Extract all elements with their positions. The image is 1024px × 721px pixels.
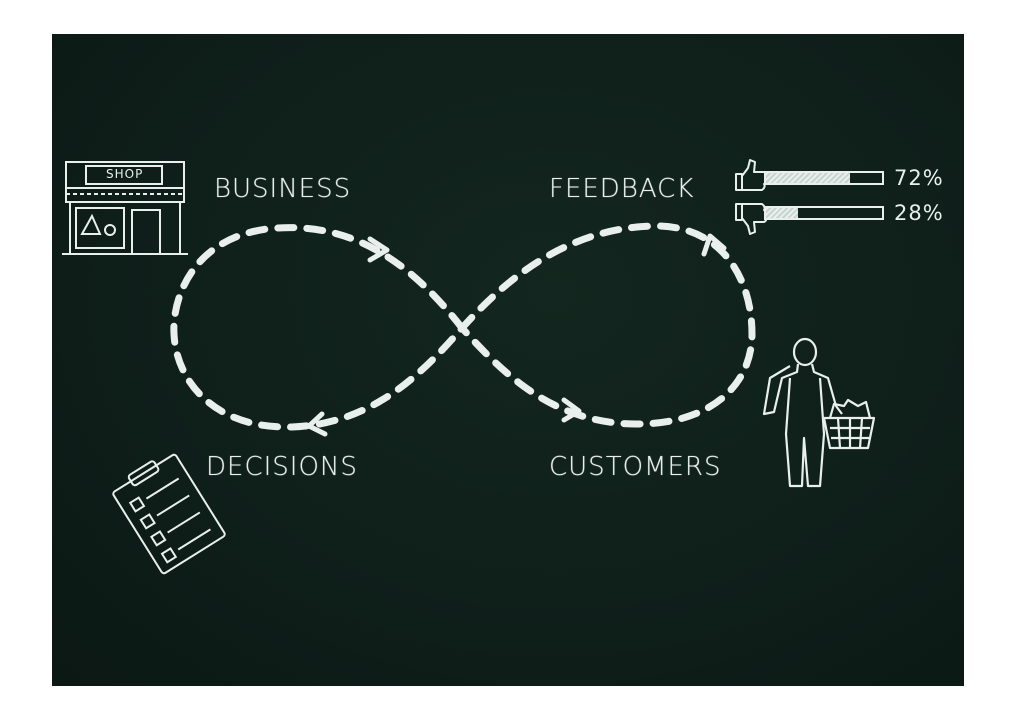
positive-rating-fill bbox=[766, 173, 850, 183]
label-customers: CUSTOMERS bbox=[549, 452, 722, 482]
negative-rating-fill bbox=[766, 208, 799, 218]
infinity-path bbox=[170, 222, 756, 431]
shop-sign: SHOP bbox=[106, 167, 144, 181]
label-business: BUSINESS bbox=[214, 174, 352, 204]
thumbs-up-icon bbox=[735, 159, 768, 191]
infinity-loop-icon bbox=[62, 159, 876, 575]
shop-icon bbox=[62, 161, 188, 255]
arrow-icon bbox=[306, 411, 328, 437]
clipboard-icon bbox=[112, 453, 226, 575]
positive-rating-bar bbox=[764, 171, 884, 185]
label-decisions: DECISIONS bbox=[206, 452, 358, 482]
negative-rating-bar bbox=[764, 206, 884, 220]
arrow-icon bbox=[561, 397, 582, 423]
person-with-basket-icon bbox=[762, 337, 876, 488]
arrow-icon bbox=[701, 233, 727, 257]
negative-rating-value: 28% bbox=[894, 201, 944, 225]
chalkboard: SHOP BUSINESS FEEDBACK DECISIONS CUSTOME… bbox=[52, 34, 964, 686]
label-feedback: FEEDBACK bbox=[549, 174, 695, 204]
positive-rating-value: 72% bbox=[894, 166, 944, 190]
arrow-icon bbox=[367, 236, 390, 263]
thumbs-down-icon bbox=[735, 203, 768, 235]
